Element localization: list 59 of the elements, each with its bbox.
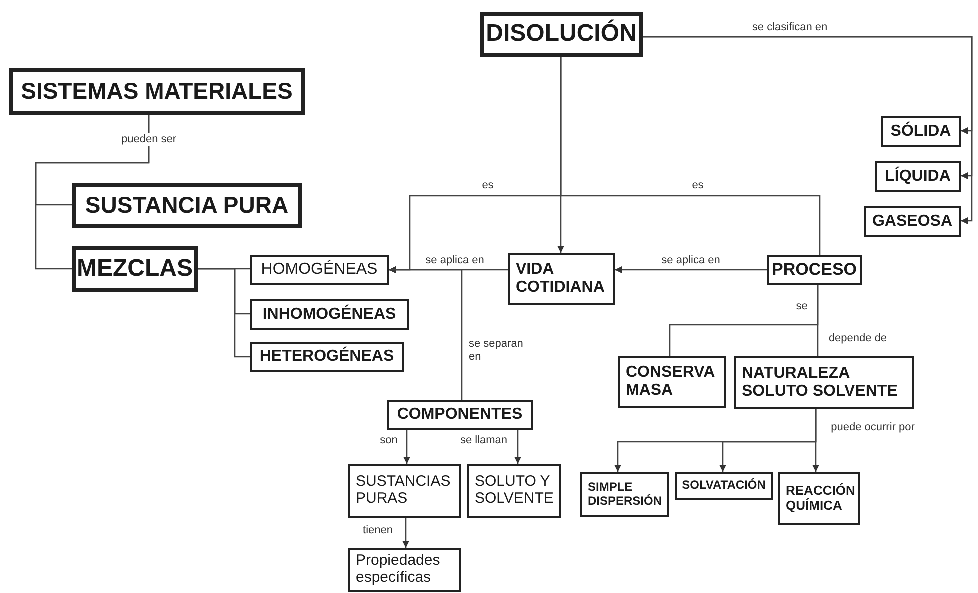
concept-box <box>250 255 389 285</box>
concept-label: SUSTANCIAS PURAS <box>356 474 452 508</box>
concept-box <box>348 464 461 518</box>
concept-label: CONSERVA MASA <box>626 364 716 400</box>
concept-label: SIMPLE DISPERSIÓN <box>588 481 662 508</box>
concept-box <box>480 12 643 57</box>
edge-label: puede ocurrir por <box>829 421 917 435</box>
concept-label: DISOLUCIÓN <box>486 21 637 48</box>
concept-label: VIDA COTIDIANA <box>516 261 606 297</box>
concept-box <box>72 246 198 292</box>
concept-box <box>250 299 409 330</box>
concept-box <box>72 183 302 228</box>
arrow <box>389 266 508 274</box>
concept-label: INHOMOGÉNEAS <box>262 306 396 324</box>
concept-label: LÍQUIDA <box>885 168 951 186</box>
concept-label: SUSTANCIA PURA <box>85 192 289 218</box>
concept-box <box>618 356 726 408</box>
connector-line <box>817 285 819 356</box>
arrow <box>643 36 973 224</box>
concept-box <box>864 206 961 237</box>
concept-box <box>348 548 461 592</box>
concept-box <box>767 255 862 285</box>
concept-box <box>734 356 914 409</box>
edge-label: depende de <box>826 332 890 346</box>
edge-label: se aplica en <box>424 254 486 268</box>
concept-label: REACCIÓN QUÍMICA <box>786 484 856 514</box>
concept-label: COMPONENTES <box>397 406 523 424</box>
concept-box <box>580 472 669 517</box>
concept-label: SISTEMAS MATERIALES <box>21 78 293 104</box>
arrow <box>404 430 410 464</box>
concept-label: HETEROGÉNEAS <box>260 348 394 366</box>
arrow <box>812 409 820 472</box>
concept-box <box>467 464 561 518</box>
concept-label: SOLVATACIÓN <box>682 479 766 493</box>
concept-label: GASEOSA <box>872 212 952 230</box>
edge-label: se aplica en <box>660 254 722 268</box>
edge-label: pueden ser <box>119 133 179 147</box>
concept-label: SOLUTO Y SOLVENTE <box>475 474 554 508</box>
concept-box <box>875 161 961 192</box>
connector-line <box>389 269 463 400</box>
connector-line <box>560 57 821 255</box>
arrow <box>402 518 410 548</box>
connector-line <box>198 268 250 358</box>
concept-box <box>778 472 860 525</box>
concept-box <box>508 253 615 305</box>
concept-label: Propiedades específicas <box>356 553 442 587</box>
concept-label: HOMOGÉNEAS <box>261 261 378 279</box>
arrow <box>615 266 767 274</box>
concept-label: SÓLIDA <box>890 122 952 140</box>
concept-box <box>250 342 404 372</box>
concept-box <box>675 472 773 500</box>
connector-line <box>35 115 150 270</box>
concept-label: NATURALEZA SOLUTO SOLVENTE <box>742 364 899 400</box>
arrow <box>514 430 522 464</box>
concept-box <box>881 116 961 147</box>
concept-box <box>387 400 533 430</box>
concept-label: PROCESO <box>772 260 858 280</box>
concept-box <box>9 68 305 115</box>
concept-label: MEZCLAS <box>77 256 193 282</box>
